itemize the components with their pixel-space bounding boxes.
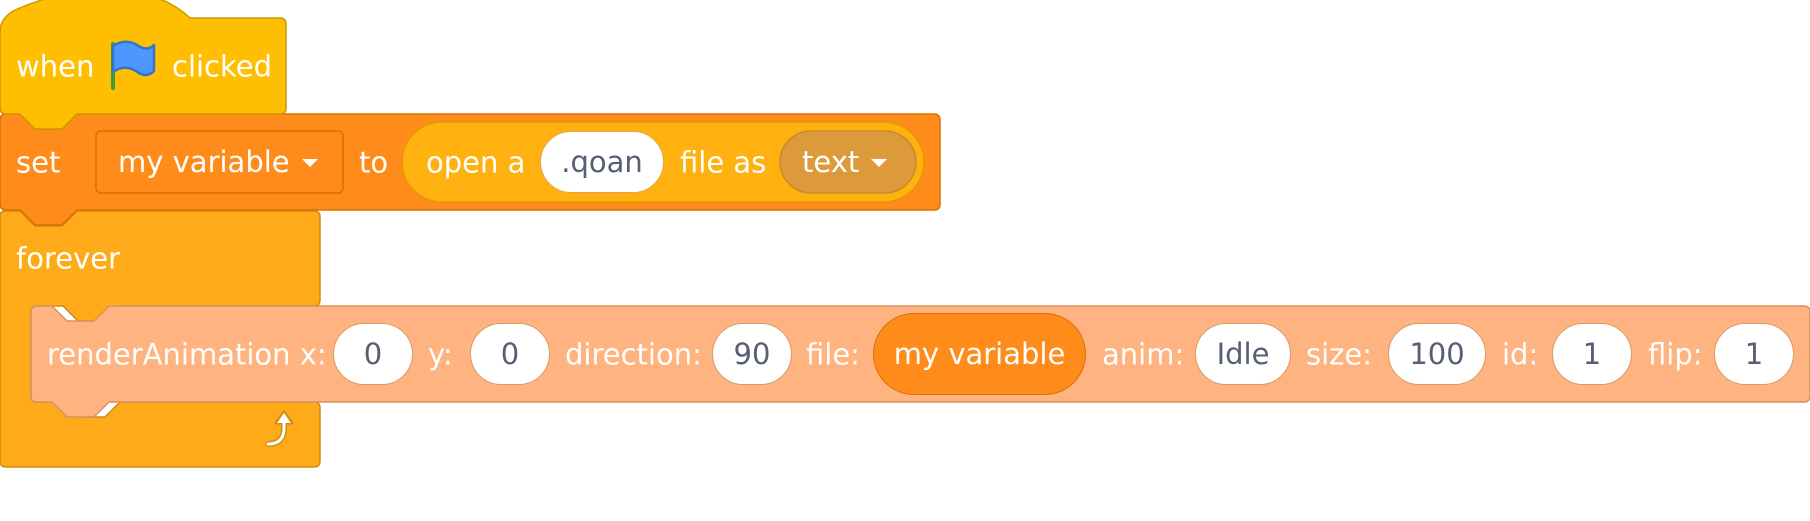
anim-value: Idle [1216,337,1270,371]
variable-dropdown-label: my variable [118,145,290,179]
size-value: 100 [1409,337,1465,371]
chevron-down-icon [301,159,318,167]
x-value: 0 [363,337,383,371]
extension-input[interactable]: .qoan [540,131,664,193]
direction-value: 90 [733,337,771,371]
y-input[interactable]: 0 [470,323,550,385]
format-dropdown-label: text [802,145,860,179]
clicked-label: clicked [172,49,273,84]
y-label: y: [428,337,453,372]
to-label: to [359,145,389,180]
file-label: file: [806,337,860,372]
flip-label: flip: [1648,337,1703,372]
green-flag-icon [111,40,156,90]
id-label: id: [1502,337,1539,372]
anim-label: anim: [1102,337,1185,372]
file-variable-reporter[interactable]: my variable [873,313,1086,395]
chevron-down-icon [871,159,888,167]
format-dropdown[interactable]: text [802,131,888,193]
format-dropdown-shape[interactable] [779,130,917,194]
size-input[interactable]: 100 [1388,323,1486,385]
id-value: 1 [1582,337,1602,371]
size-label: size: [1306,337,1373,372]
direction-input[interactable]: 90 [712,323,792,385]
open-a-label: open a [426,145,526,180]
forever-label: forever [16,241,121,276]
anim-input[interactable]: Idle [1195,323,1291,385]
loop-arrow-icon [265,410,294,447]
variable-dropdown[interactable]: my variable [118,131,318,193]
extension-value: .qoan [561,145,643,179]
set-label: set [16,145,61,180]
variable-dropdown-shape[interactable] [95,130,344,194]
flip-input[interactable]: 1 [1714,323,1794,385]
render-animation-label: renderAnimation x: [47,337,327,372]
file-variable-label: my variable [893,337,1066,371]
when-label: when [16,49,95,84]
file-as-label: file as [680,145,767,180]
direction-label: direction: [565,337,702,372]
x-input[interactable]: 0 [333,323,413,385]
y-value: 0 [500,337,520,371]
id-input[interactable]: 1 [1552,323,1632,385]
flip-value: 1 [1744,337,1764,371]
